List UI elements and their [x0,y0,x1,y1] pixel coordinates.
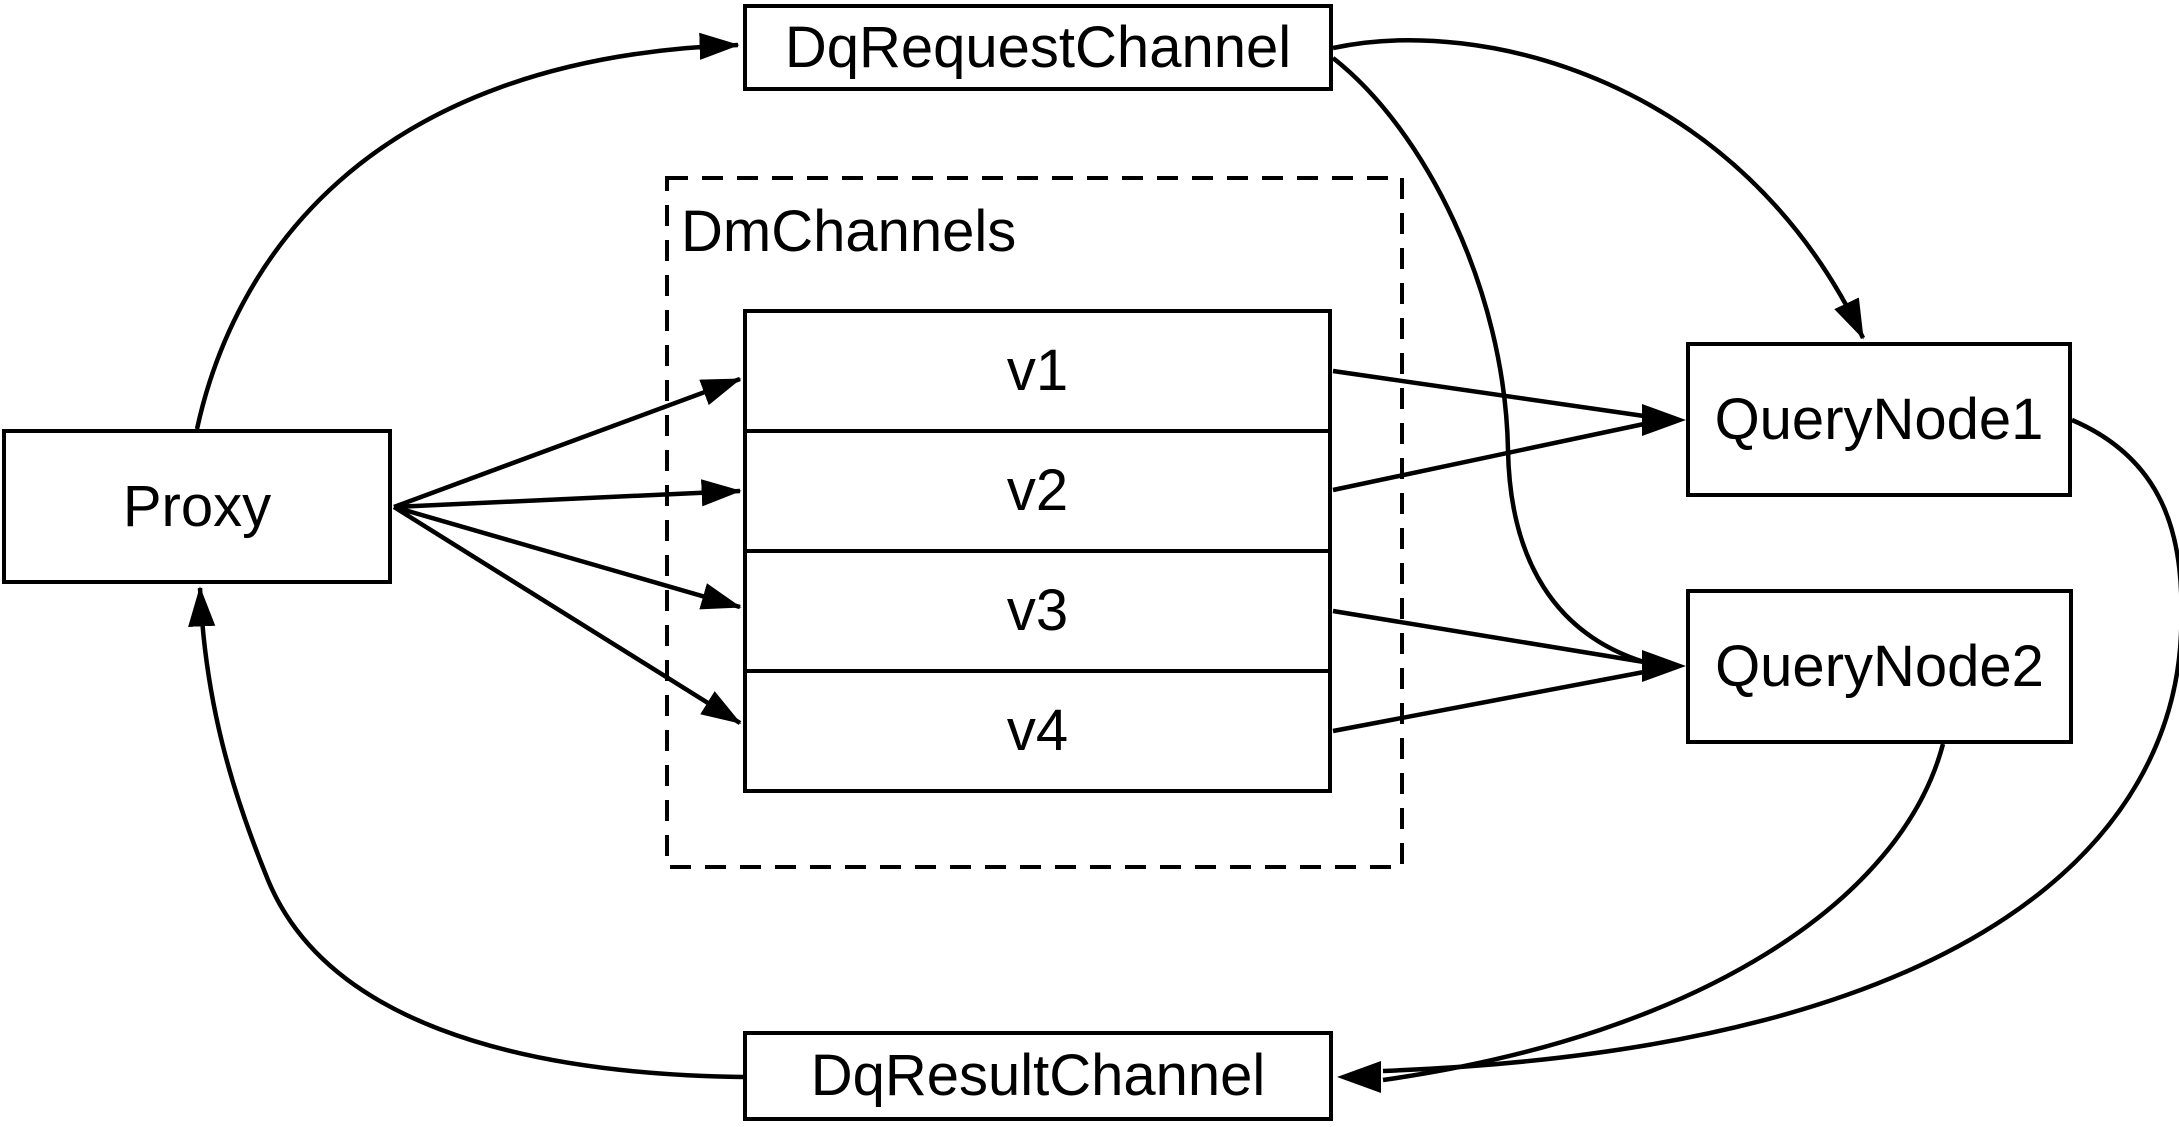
node-dq-request-channel-label: DqRequestChannel [784,14,1292,80]
edge-proxy-to-v2 [393,479,742,510]
node-query-node-2-label: QueryNode2 [1715,633,2044,699]
edge-proxy-to-v3 [393,504,742,610]
node-query-node-1: QueryNode1 [1686,342,2072,497]
edge-proxy-to-v4 [392,505,742,725]
dm-channels-group-label: DmChannels [681,199,1017,264]
node-dq-result-channel: DqResultChannel [743,1031,1333,1121]
node-dq-result-channel-label: DqResultChannel [810,1043,1266,1108]
edge-v2-to-querynode1 [1332,421,1645,493]
channel-row-v1: v1 [1006,338,1069,403]
dm-channel-stack: v1 v2 v3 v4 [743,309,1332,793]
node-query-node-2: QueryNode2 [1686,589,2073,744]
edge-v1-to-querynode1 [1332,368,1645,419]
arrowhead-querynode2-left [1642,650,1686,682]
edge-proxy-to-v1 [393,376,742,510]
node-proxy: Proxy [2,429,392,584]
arrowhead-dqresult-right [1337,1061,1381,1093]
channel-row-v2: v2 [747,429,1328,549]
channel-row-v3: v3 [747,549,1328,669]
dm-channels-group-border [665,176,1404,869]
edge-proxy-to-dqrequest [194,32,740,430]
edge-querynode1-to-dqresult [1382,417,2179,1074]
edge-v3-to-querynode2 [1332,608,1645,665]
edge-dqrequest-to-querynode1 [1332,38,1866,340]
arrowhead-querynode1-left [1642,404,1686,436]
edge-dqrequest-to-querynode2 [1331,56,1645,665]
channel-row-v4: v4 [747,669,1328,789]
node-proxy-label: Proxy [122,473,272,539]
edge-dqresult-to-proxy [188,586,744,1080]
node-dq-request-channel: DqRequestChannel [743,4,1333,91]
edge-v4-to-querynode2 [1332,669,1645,734]
node-query-node-1-label: QueryNode1 [1714,386,2044,452]
edge-querynode2-to-dqresult [1382,743,1946,1083]
